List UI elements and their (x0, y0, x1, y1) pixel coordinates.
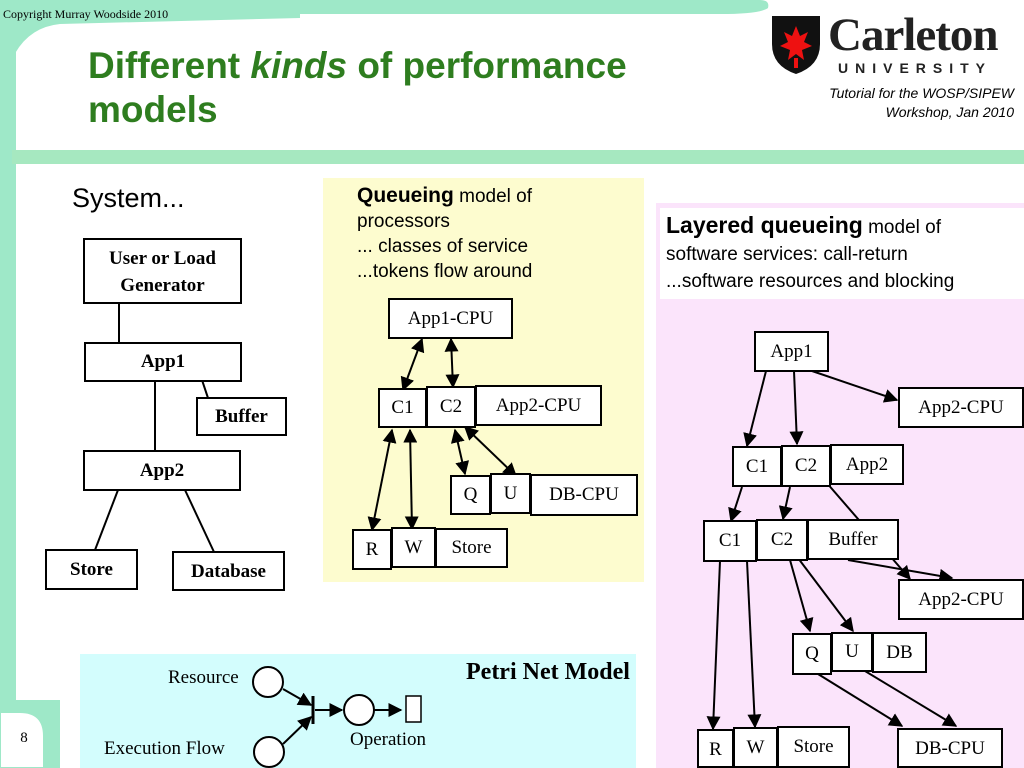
l-c2a-box: C2 (781, 445, 831, 487)
petri-title: Petri Net Model (466, 659, 630, 685)
q-arrow-c1-cpu (400, 337, 425, 392)
tutorial-note: Tutorial for the WOSP/SIPEW Workshop, Ja… (714, 84, 1014, 122)
q-dbcpu-box: DB-CPU (530, 474, 638, 516)
l-buffer-box: Buffer (807, 519, 899, 560)
link-app2-database (184, 489, 215, 553)
title-part2: of performance models (88, 45, 627, 130)
title-italic: kinds (250, 45, 348, 86)
petri-operation-label: Operation (350, 729, 426, 750)
l-db-box: DB (872, 632, 927, 673)
l-app2cpu-a-box: App2-CPU (898, 387, 1024, 428)
system-buffer-box: Buffer (196, 397, 287, 436)
l-arrow-app1-c1 (743, 370, 767, 448)
page-number: 8 (20, 730, 28, 746)
q-app2cpu-box: App2-CPU (475, 385, 602, 426)
q-arrow-c2-u (463, 426, 518, 477)
queueing-line4: ...tokens flow around (357, 261, 533, 282)
q-arrow-c1-r (367, 428, 397, 532)
system-user-box: User or Load Generator (83, 238, 242, 304)
l-arrow-buffer-cpu (847, 559, 954, 583)
q-c1-box: C1 (378, 388, 427, 428)
frame-top-curve (0, 0, 300, 130)
tutorial-line1: Tutorial for the WOSP/SIPEW (829, 85, 1014, 101)
queueing-line3: ... classes of service (357, 236, 529, 257)
l-u-box: U (831, 632, 873, 672)
l-w-box: W (733, 727, 778, 768)
q-arrow-c1-w (403, 428, 419, 531)
layered-line3: ...software resources and blocking (666, 271, 955, 292)
l-app2-box: App2 (830, 444, 904, 485)
execution-place (253, 736, 285, 768)
q-w-box: W (391, 527, 436, 568)
petri-execution-label: Execution Flow (104, 738, 225, 759)
l-store-box: Store (777, 726, 850, 768)
operation-transition-box (405, 695, 422, 723)
layered-description: Layered queueing model of software servi… (660, 208, 1024, 299)
logo-name: Carleton (828, 9, 999, 61)
l-arrow-c2b-q (789, 559, 814, 633)
logo-subtitle: UNIVERSITY (838, 60, 993, 76)
system-heading: System... (72, 183, 185, 213)
q-u-box: U (490, 473, 531, 514)
l-arrow-u-dbcpu (864, 670, 958, 727)
frame-left-band (0, 0, 16, 768)
queueing-title: Queueing (357, 184, 454, 207)
layered-title: Layered queueing (666, 212, 863, 238)
queueing-description: Queueing model of processors ... classes… (357, 182, 637, 285)
carleton-shield-icon (772, 16, 820, 74)
l-arrow-c1a-c1b (728, 486, 743, 523)
resource-arc (282, 688, 313, 706)
queueing-line2: processors (357, 211, 450, 232)
layered-line1: Layered queueing model of (666, 212, 1021, 241)
q-arrow-c2-cpu (444, 337, 460, 389)
system-app2-box: App2 (83, 450, 241, 491)
execution-arc (282, 716, 313, 745)
copyright-text: Copyright Murray Woodside 2010 (3, 7, 169, 21)
system-database-box: Database (172, 551, 285, 591)
operation-place (343, 694, 375, 726)
slide-title: Different kinds of performance models (88, 44, 728, 132)
l-arrow-app1-cpu (811, 370, 899, 403)
layered-line2: software services: call-return (666, 244, 908, 265)
q-arrow-c2-q (450, 428, 470, 476)
layered-line1-rest: model of (862, 217, 941, 238)
l-arrow-app1-c2 (789, 370, 804, 446)
q-r-box: R (352, 529, 392, 570)
l-arrow-c1b-r (706, 560, 721, 731)
page-tab (0, 711, 45, 768)
divider-band (12, 150, 1024, 164)
queueing-line1: Queueing model of (357, 182, 637, 210)
system-app1-box: App1 (84, 342, 242, 382)
l-arrow-c2b-u (797, 557, 854, 633)
q-c2-box: C2 (426, 386, 476, 428)
l-dbcpu-box: DB-CPU (897, 728, 1003, 768)
l-arrow-q-dbcpu (817, 673, 904, 727)
resource-place (252, 666, 284, 698)
l-app1-box: App1 (754, 331, 829, 372)
link-app2-store (94, 489, 119, 551)
petri-resource-label: Resource (168, 667, 239, 688)
q-store-box: Store (435, 528, 508, 568)
queueing-line1-rest: model of (453, 186, 532, 207)
link-app1-buffer (201, 379, 209, 399)
l-c1b-box: C1 (703, 520, 757, 562)
system-store-box: Store (45, 549, 138, 590)
title-part1: Different (88, 45, 251, 86)
l-arrow-c1b-w (746, 560, 762, 729)
l-arrow-c2a-c2b (778, 486, 793, 521)
tutorial-line2: Workshop, Jan 2010 (885, 104, 1014, 120)
l-app2cpu-b-box: App2-CPU (898, 579, 1024, 620)
q-app1cpu-box: App1-CPU (388, 298, 513, 339)
